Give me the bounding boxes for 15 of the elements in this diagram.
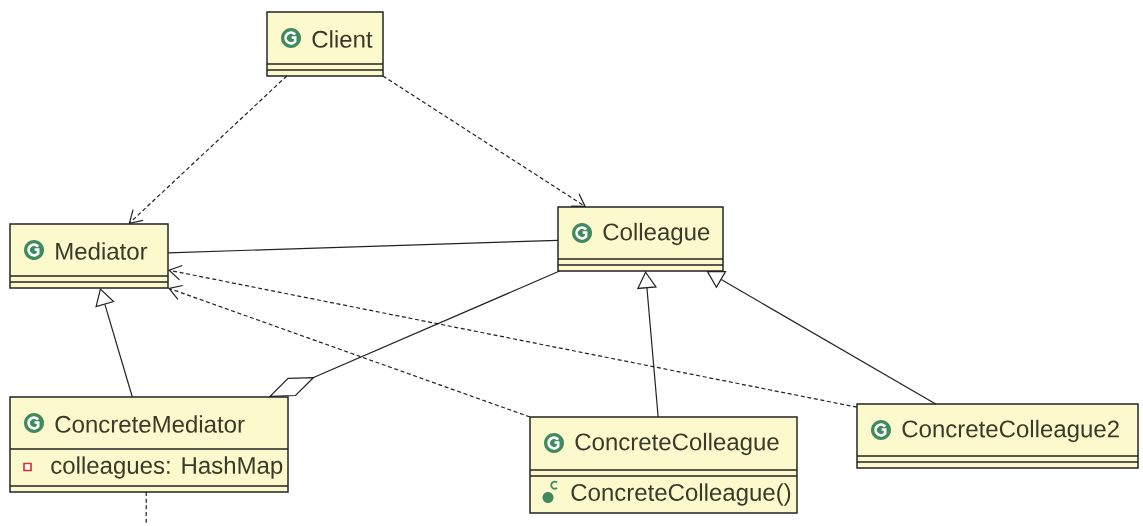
- class-box: ConcreteMediator colleagues: HashMap: [9, 396, 289, 493]
- class-box: Colleague: [557, 206, 724, 272]
- arrow: [168, 264, 858, 408]
- arrow: [382, 75, 587, 207]
- class-box: Client: [266, 11, 384, 77]
- connector: [145, 491, 147, 526]
- class-box: ConcreteColleague ConcreteColleague(): [529, 416, 798, 514]
- arrow: [706, 270, 937, 405]
- arrow: [95, 288, 133, 398]
- arrow: [168, 284, 531, 418]
- arrow: [128, 75, 288, 224]
- class-box: Mediator: [9, 223, 169, 289]
- class-box: ConcreteColleague2: [856, 403, 1139, 469]
- connector: [167, 239, 559, 254]
- arrow: [636, 271, 659, 418]
